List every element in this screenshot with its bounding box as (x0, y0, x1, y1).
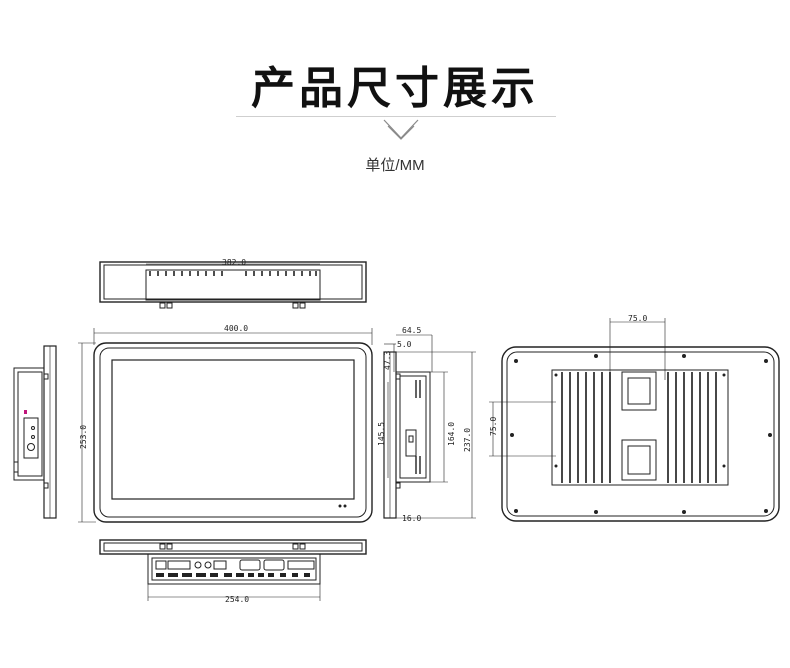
dim-top-width: 382.0 (222, 258, 246, 267)
top-view: 382.0 (99, 258, 367, 309)
dim-side-height-mid: 164.0 (447, 422, 456, 446)
dim-bottom-width: 254.0 (225, 595, 249, 604)
dim-side-depth-total: 64.5 (402, 326, 421, 335)
back-view: 75.0 75.0 (489, 314, 780, 522)
page-title: 产品尺寸展示 (251, 63, 539, 114)
dim-side-bottom: 16.0 (402, 514, 421, 523)
dim-front-height: 253.0 (79, 425, 88, 449)
left-side-view (13, 345, 57, 519)
indicator-led (24, 410, 27, 414)
unit-label: 单位/MM (365, 157, 425, 174)
dim-side-height-outer: 237.0 (463, 428, 472, 452)
bottom-view: 254.0 (99, 539, 367, 604)
dim-back-vesa-v: 75.0 (489, 417, 498, 436)
dim-back-vesa-h: 75.0 (628, 314, 647, 323)
dim-side-height-inner: 145.5 (377, 422, 386, 446)
title-underline (236, 116, 556, 117)
chevron-down-icon (383, 119, 419, 140)
dim-side-offset-2: 47.3 (383, 351, 392, 370)
dim-side-offset-top: 5.0 (397, 340, 412, 349)
front-view: 400.0 253.0 (78, 324, 373, 523)
right-side-view: 64.5 5.0 47.3 145.5 164.0 237.0 16.0 (377, 326, 476, 523)
dim-front-width: 400.0 (224, 324, 248, 333)
